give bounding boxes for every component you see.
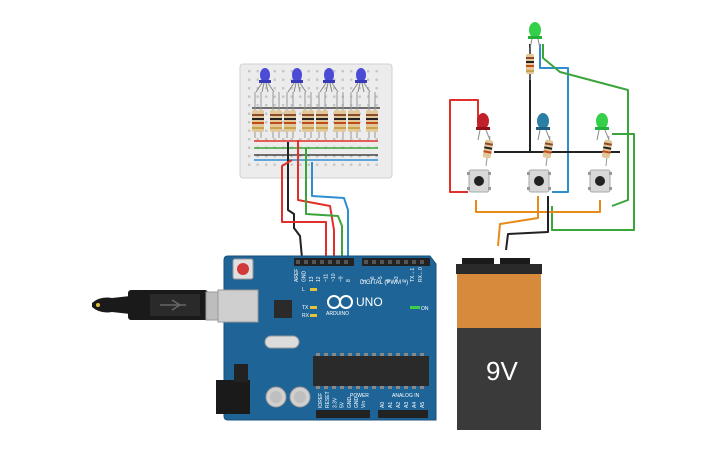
analog-pin-label: A5 (420, 402, 426, 408)
top-pin-label: 13 (309, 276, 315, 282)
top-pin-label: ~9 (338, 276, 344, 282)
led-green-top (528, 22, 542, 49)
power-pin-label: 3.3V (332, 397, 338, 408)
top-pin-label: ~3 (394, 276, 400, 282)
analog-pin-label: A0 (380, 402, 386, 408)
top-pin-label: 8 (346, 279, 352, 282)
led-red (476, 113, 491, 141)
resistor-teal-led (542, 135, 554, 167)
analog-pin-label: A2 (396, 402, 402, 408)
right-circuit-wires (449, 44, 635, 251)
analog-pin-label: A1 (388, 402, 394, 408)
top-pin-label: ~11 (324, 274, 330, 282)
analog-header-label: ANALOG IN (392, 393, 420, 399)
l-label: L (302, 287, 305, 293)
top-pin-label: ~10 (331, 273, 337, 282)
power-pin-label: IOREF (318, 393, 324, 408)
led-teal (536, 113, 551, 141)
top-pin-label: 12 (316, 276, 322, 282)
top-pin-label: GND (301, 271, 307, 283)
resistor-red-led (482, 135, 494, 167)
top-pin-label: 7 (362, 279, 368, 282)
rx-label: RX (302, 313, 310, 319)
top-pin-label: AREF (294, 269, 300, 282)
on-label: ON (421, 306, 429, 312)
led-green-right (595, 113, 610, 141)
top-pin-label: RX←0 (418, 267, 424, 282)
resistor-green-led (601, 135, 613, 167)
top-pin-label: 2 (402, 279, 408, 282)
power-pin-label: GND (354, 397, 360, 409)
breadboard-resistors (252, 92, 378, 138)
pushbutton-2 (527, 169, 551, 193)
top-pin-label: TX→1 (410, 268, 416, 282)
arduino-wires (281, 140, 349, 259)
analog-pin-label: A4 (412, 402, 418, 408)
power-pin-label: Vin (361, 401, 367, 408)
tx-label: TX (302, 305, 309, 311)
analog-pin-label: A3 (404, 402, 410, 408)
top-pin-label: ~5 (378, 276, 384, 282)
power-header-label: POWER (350, 393, 369, 399)
breadboard-led-2 (287, 68, 307, 93)
breadboard-led-4 (351, 68, 371, 93)
battery-label: 9V (486, 356, 518, 386)
pushbutton-3 (588, 169, 612, 193)
pushbutton-1 (467, 169, 491, 193)
power-pin-label: 5V (340, 401, 346, 408)
top-pin-label: 4 (386, 279, 392, 282)
battery-9v: 9V (456, 258, 542, 430)
arduino-logo-icon (327, 295, 353, 309)
digital-header-label: DIGITAL (PWM ~) (360, 280, 408, 286)
resistor-top (526, 48, 534, 80)
top-pin-label: ~6 (370, 276, 376, 282)
board-model-label: UNO (356, 295, 383, 309)
breadboard-led-1 (255, 68, 275, 93)
breadboard-led-3 (319, 68, 339, 93)
arduino-brand-label: ARDUINO (326, 311, 349, 317)
power-pin-label: GND (347, 397, 353, 409)
power-pin-label: RESET (325, 391, 331, 408)
